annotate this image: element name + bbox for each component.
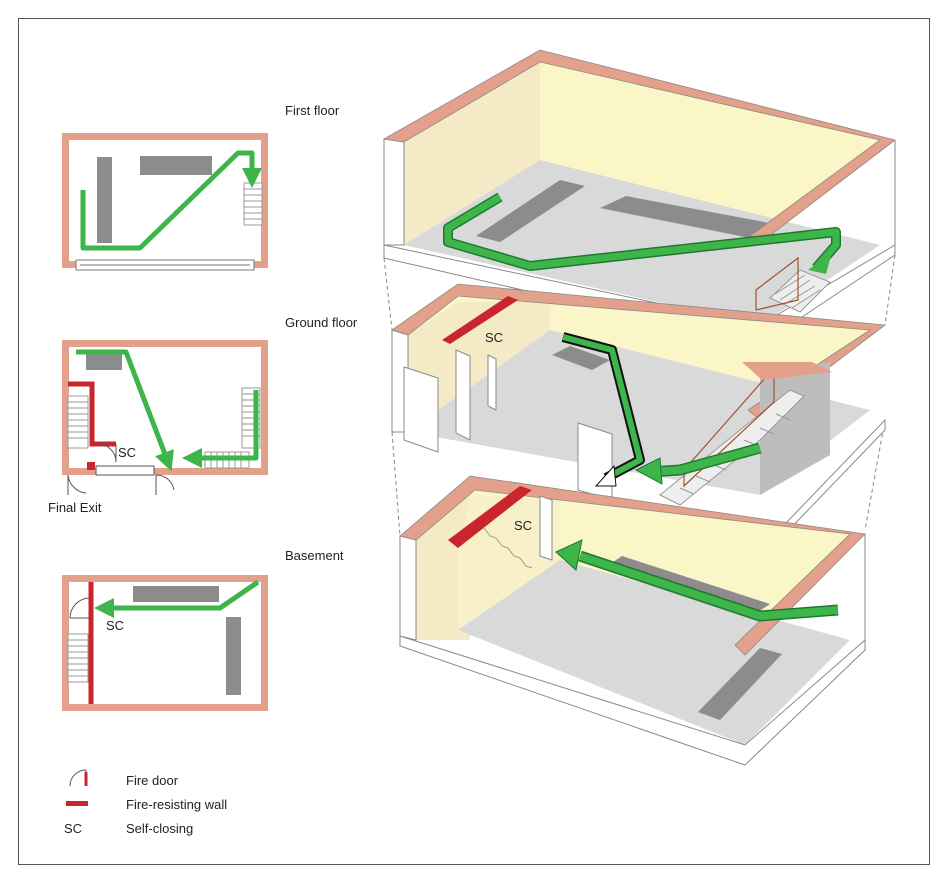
furniture-block — [133, 586, 219, 602]
stairs-icon — [243, 182, 263, 226]
legend — [66, 769, 88, 806]
exit-door-icon — [67, 474, 87, 495]
furniture-block — [97, 157, 112, 243]
furniture-block — [552, 346, 610, 370]
escape-route-arrow — [182, 390, 259, 468]
fire-resisting-wall — [448, 486, 532, 548]
floor-label-basement: Basement — [285, 548, 344, 563]
exit-door-icon — [155, 474, 175, 495]
escape-route-arrow — [444, 193, 840, 271]
figure-frame — [18, 18, 930, 865]
fire-door-icon — [69, 769, 87, 787]
escape-route-arrow — [94, 579, 260, 618]
furniture-block — [600, 196, 780, 239]
fire-door-icon — [69, 597, 91, 619]
fire-wall-icon — [66, 801, 88, 806]
stair-handrail — [755, 256, 799, 311]
final-exit-label: Final Exit — [48, 500, 102, 515]
furniture-block — [476, 180, 585, 242]
furniture-block — [86, 354, 122, 370]
sc-label: SC — [106, 618, 125, 633]
staircase — [769, 269, 831, 313]
plan-ground-floor — [62, 340, 268, 495]
sc-label: SC — [485, 330, 504, 345]
escape-route-arrow — [562, 334, 643, 481]
plan-first-floor — [62, 133, 268, 271]
sc-label: SC — [514, 518, 533, 533]
legend-sc-key: SC — [64, 821, 83, 836]
iso-first-floor — [382, 49, 896, 346]
furniture-block — [226, 617, 241, 695]
furniture-block — [140, 156, 212, 175]
fire-resisting-wall — [442, 296, 518, 344]
fire-door-icon — [97, 443, 117, 463]
escape-route-arrow — [578, 552, 839, 620]
escape-route-arrow — [80, 150, 262, 251]
floor-connectors — [383, 254, 896, 537]
legend-fire-wall: Fire-resisting wall — [126, 797, 228, 812]
window — [95, 465, 155, 476]
fire-door-icon — [87, 462, 95, 470]
floor-label-first: First floor — [285, 103, 340, 118]
legend-self-closing: Self-closing — [126, 821, 194, 836]
stairs-icon — [67, 395, 89, 449]
stairs-icon — [67, 633, 89, 683]
legend-fire-door: Fire door — [126, 773, 179, 788]
fire-resisting-wall — [68, 381, 116, 447]
furniture-block — [698, 648, 782, 720]
floor-label-ground: Ground floor — [285, 315, 358, 330]
plan-basement — [62, 575, 268, 711]
stair-handrail — [683, 366, 775, 488]
iso-basement — [399, 475, 866, 766]
sc-label: SC — [118, 445, 137, 460]
staircase — [483, 527, 533, 569]
escape-route-arrow — [76, 349, 174, 472]
